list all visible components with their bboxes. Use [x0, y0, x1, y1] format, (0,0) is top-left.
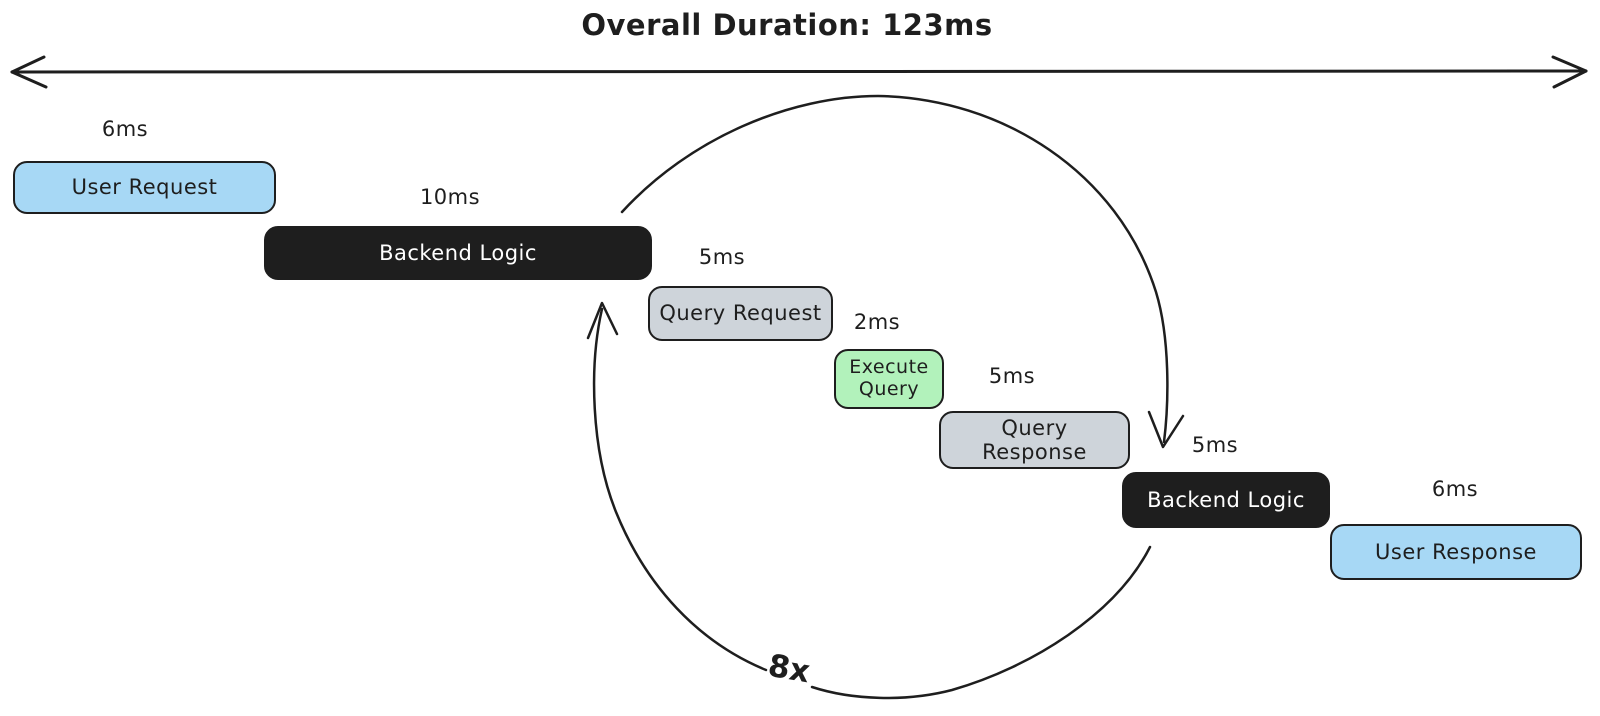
- loop-back-arrowhead-icon: [586, 301, 619, 340]
- step-box-backend-logic-2: Backend Logic: [1122, 472, 1330, 528]
- timeline-right-arrowhead-icon: [1551, 55, 1588, 89]
- step-box-user-request: User Request: [13, 161, 276, 214]
- duration-label-backend-logic-2: 5ms: [1191, 433, 1239, 457]
- loop-count-label: 8x: [765, 647, 813, 691]
- diagram-title: Overall Duration: 123ms: [581, 8, 993, 42]
- duration-label-query-request: 5ms: [698, 245, 746, 269]
- step-box-user-response: User Response: [1330, 524, 1582, 580]
- overall-duration-arrow: [10, 55, 1588, 89]
- timeline-left-arrowhead-icon: [10, 55, 48, 89]
- timeline-line: [10, 69, 1588, 74]
- loop-back-path-left: [592, 307, 768, 672]
- duration-label-execute-query: 2ms: [853, 310, 901, 334]
- duration-label-user-response: 6ms: [1431, 477, 1479, 501]
- loop-forward-arrowhead-icon: [1147, 410, 1185, 449]
- loop-back-arrow: [586, 301, 1152, 700]
- duration-label-query-response: 5ms: [988, 364, 1036, 388]
- loop-forward-arrow: [620, 94, 1185, 449]
- step-box-query-response: Query Response: [939, 411, 1130, 469]
- step-box-query-request: Query Request: [648, 286, 833, 341]
- duration-label-backend-logic-1: 10ms: [419, 185, 481, 209]
- loop-back-path-right: [810, 545, 1152, 700]
- step-box-backend-logic-1: Backend Logic: [264, 226, 652, 280]
- duration-label-user-request: 6ms: [101, 117, 149, 141]
- loop-forward-path: [620, 94, 1169, 444]
- step-box-execute-query: Execute Query: [834, 349, 944, 409]
